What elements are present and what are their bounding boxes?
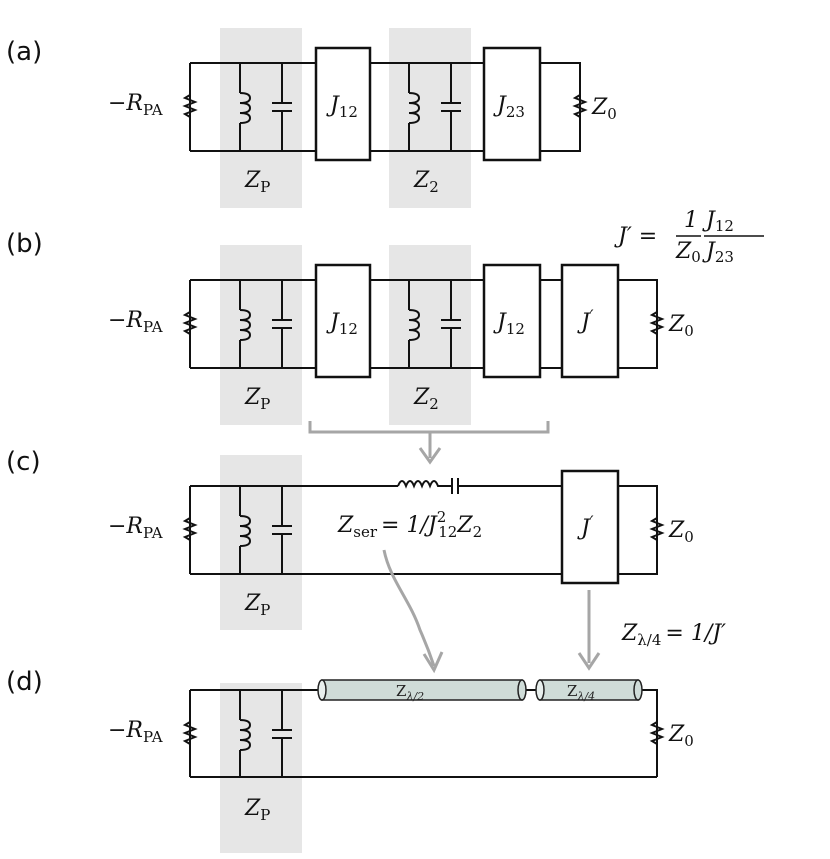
zp-shade-a bbox=[220, 28, 302, 208]
z0-label-d: Z0 bbox=[668, 722, 694, 750]
zp-label-d: ZP bbox=[244, 796, 270, 824]
zp-label-c: ZP bbox=[244, 591, 270, 619]
lc-tank-zp-c bbox=[239, 486, 292, 574]
j12-label-a: J12 bbox=[326, 93, 358, 121]
jprime-label-c: J′ bbox=[577, 512, 594, 541]
j12-box-b1 bbox=[314, 263, 372, 379]
arrows-cd bbox=[382, 549, 601, 674]
z2-label-b: Z2 bbox=[413, 385, 439, 413]
z2-label-a: Z2 bbox=[413, 168, 439, 196]
jprime-box-b bbox=[560, 263, 620, 379]
panel-d: (d) Zλ/2 Zλ/4 Z0 −RPA ZP bbox=[6, 667, 694, 853]
resistor-z0-b bbox=[649, 311, 665, 335]
resistor-rpa-a bbox=[182, 94, 198, 118]
rpa-label-b: −RPA bbox=[108, 308, 163, 336]
series-lc-c bbox=[397, 478, 562, 494]
tline-half-wave: Zλ/2 bbox=[317, 679, 527, 703]
panel-label-d: (d) bbox=[6, 667, 43, 697]
zp-shade-b bbox=[220, 245, 302, 425]
z2-shade-b bbox=[389, 245, 471, 425]
jprime-eq-num1: 1 bbox=[684, 208, 698, 233]
wire-c-right bbox=[618, 485, 658, 575]
panel-a: (a) J12 J23 Z0 −RPA ZP bbox=[6, 28, 617, 208]
bracket-arrow-bc bbox=[308, 421, 550, 465]
lc-tank-z2-b bbox=[408, 280, 461, 368]
panel-label-a: (a) bbox=[6, 37, 42, 67]
wire-b-mid bbox=[370, 279, 484, 369]
panel-label-c: (c) bbox=[6, 447, 41, 477]
lc-tank-zp-d bbox=[239, 690, 292, 777]
z0-label-a: Z0 bbox=[591, 95, 617, 123]
wire-a-right bbox=[540, 62, 581, 152]
lc-tank-z2-a bbox=[408, 63, 461, 151]
zp-label-a: ZP bbox=[244, 168, 270, 196]
tline-half-label: Zλ/2 bbox=[396, 682, 424, 703]
jprime-box-c bbox=[560, 469, 620, 585]
j23-box-a bbox=[482, 46, 542, 162]
rpa-label-d: −RPA bbox=[108, 718, 163, 746]
resistor-z0-d bbox=[649, 721, 665, 745]
jprime-label-b: J′ bbox=[577, 306, 594, 335]
rpa-label-a: −RPA bbox=[108, 91, 163, 119]
resistor-rpa-c bbox=[182, 517, 198, 541]
resistor-z0-c bbox=[649, 517, 665, 541]
zp-shade-c bbox=[220, 455, 302, 630]
jprime-eq-num2: J12 bbox=[702, 208, 734, 235]
zp-label-b: ZP bbox=[244, 385, 270, 413]
resistor-z0-a bbox=[572, 94, 588, 118]
jprime-eq-lhs: J′ = bbox=[614, 224, 657, 249]
wire-b-mid2 bbox=[540, 279, 562, 369]
jprime-eq-den2: J23 bbox=[702, 239, 734, 266]
panel-label-b: (b) bbox=[6, 229, 43, 259]
z0-label-b: Z0 bbox=[668, 312, 694, 340]
z2-shade-a bbox=[389, 28, 471, 208]
lc-tank-zp-b bbox=[239, 280, 292, 368]
jprime-eq-den1: Z0 bbox=[675, 239, 701, 266]
wire-d-right bbox=[524, 689, 658, 777]
jprime-equation: J′ = 1 Z0 J12 J23 bbox=[614, 208, 764, 266]
z0-label-c: Z0 bbox=[668, 518, 694, 546]
tline-quarter-wave: Zλ/4 bbox=[535, 679, 643, 703]
resistor-rpa-b bbox=[182, 311, 198, 335]
wire-d-left bbox=[189, 689, 657, 778]
zq-equation: Zλ/4= 1/J′ bbox=[621, 621, 726, 649]
j12-box-a bbox=[314, 46, 372, 162]
lc-tank-zp-a bbox=[239, 63, 292, 151]
tline-quarter-label: Zλ/4 bbox=[567, 682, 595, 703]
zp-shade-d bbox=[220, 683, 302, 853]
rpa-label-c: −RPA bbox=[108, 514, 163, 542]
j12-label-b1: J12 bbox=[326, 310, 358, 338]
wire-b-right bbox=[618, 279, 658, 369]
j12-box-b2 bbox=[482, 263, 542, 379]
j12-label-b2: J12 bbox=[493, 310, 525, 338]
j23-label-a: J23 bbox=[493, 93, 525, 121]
panel-b: (b) J12 J12 J′ Z0 −RPA ZP Z2 bbox=[6, 229, 694, 425]
resistor-rpa-d bbox=[182, 721, 198, 745]
wire-a-mid bbox=[370, 62, 484, 152]
